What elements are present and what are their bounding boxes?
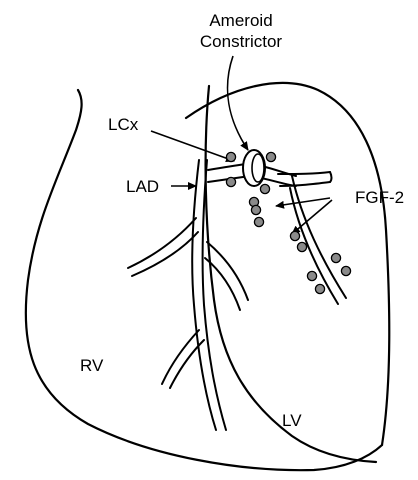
lcx-arrow (151, 131, 234, 161)
right-ventricle-wall (26, 90, 382, 470)
ameroid-constrictor-ring (243, 150, 265, 186)
injection-dot (315, 284, 324, 293)
injection-dot (251, 205, 260, 214)
injection-dot (260, 184, 269, 193)
injection-dot (331, 253, 340, 262)
injection-dot (341, 266, 350, 275)
injection-dot (226, 152, 235, 161)
lv-label: LV (282, 412, 302, 429)
left-ventricle-inner-edge (206, 86, 376, 462)
fgf-arrow-upper (276, 198, 330, 206)
fgf-2-label: FGF-2 (355, 189, 404, 206)
rv-label: RV (80, 357, 103, 374)
injection-dot (290, 231, 299, 240)
constrictor-arrow (228, 56, 248, 150)
injection-dot (254, 217, 263, 226)
lad-label: LAD (126, 178, 159, 195)
ameroid-constrictor-label: Ameroid Constrictor (186, 10, 296, 52)
injection-dot (266, 152, 275, 161)
injection-dot (226, 177, 235, 186)
lad-artery (128, 160, 248, 430)
injection-dot (297, 242, 306, 251)
lcx-label: LCx (108, 116, 138, 133)
injection-dot (307, 271, 316, 280)
